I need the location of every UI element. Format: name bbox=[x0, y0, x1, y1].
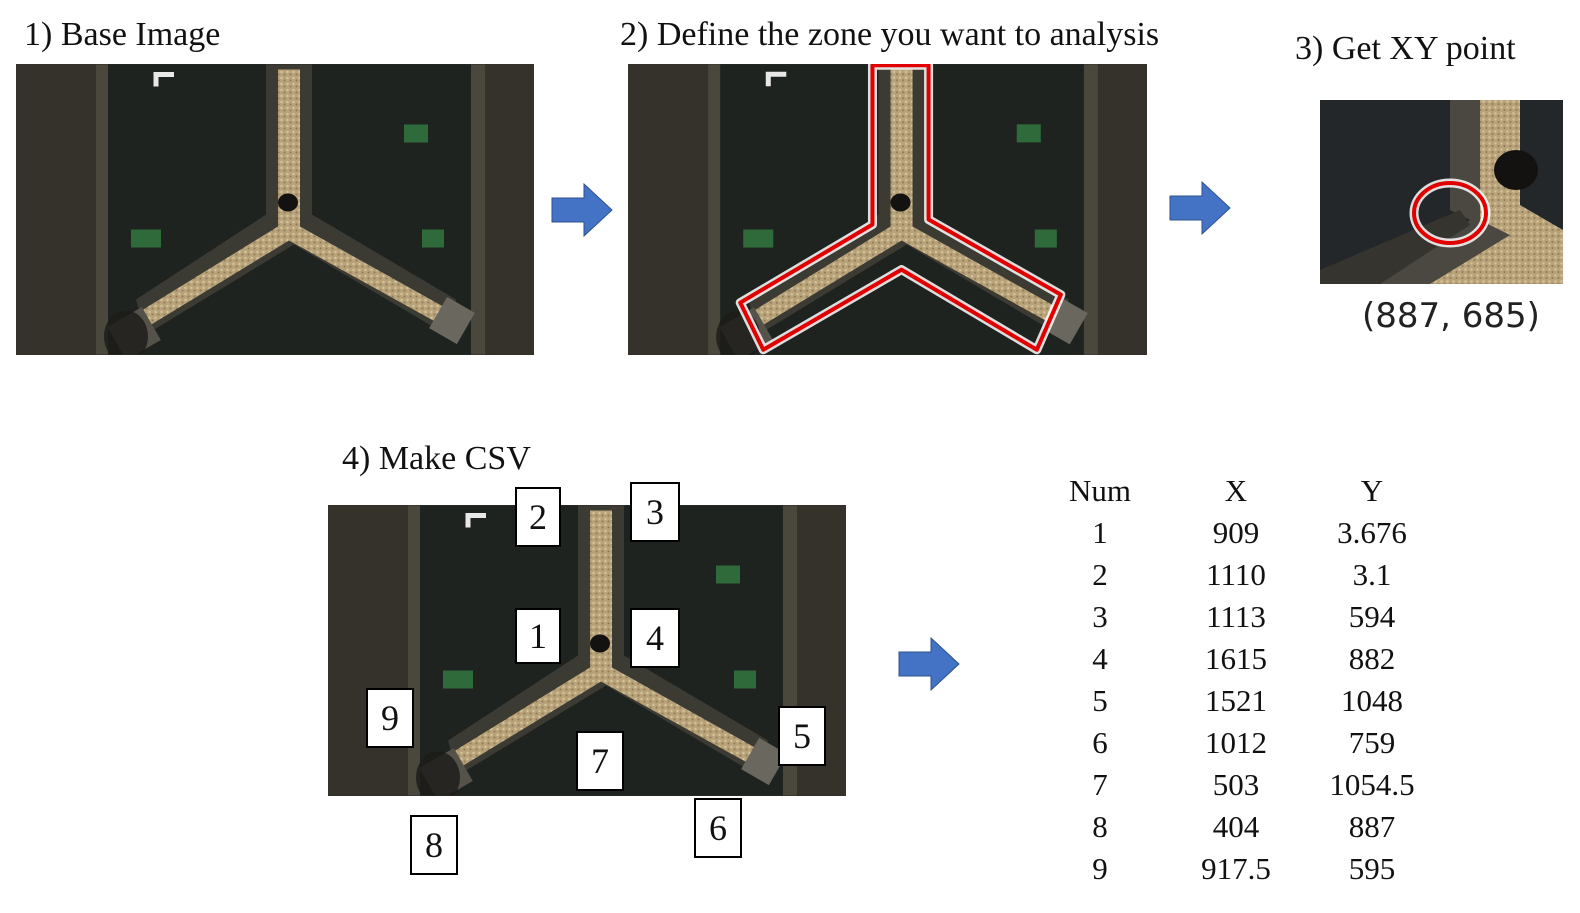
cell-y: 1048 bbox=[1341, 683, 1403, 718]
cell-x: 909 bbox=[1212, 515, 1260, 550]
step-3-title: 3) Get XY point bbox=[1295, 30, 1516, 67]
marker-7: 7 bbox=[576, 731, 624, 791]
cell-y: 595 bbox=[1348, 851, 1396, 886]
table-row: 9 917.5 595 bbox=[1055, 848, 1417, 890]
cell-x: 1113 bbox=[1206, 599, 1266, 634]
marker-1: 1 bbox=[515, 608, 561, 664]
table-row: 8 404 887 bbox=[1055, 806, 1417, 848]
header-y: Y bbox=[1360, 473, 1384, 508]
marker-5: 5 bbox=[778, 706, 826, 766]
cell-num: 4 bbox=[1092, 641, 1108, 676]
csv-table: Num X Y 1 909 3.676 2 1110 3.1 3 1113 594 4 161… bbox=[1055, 470, 1417, 890]
arrow-icon bbox=[898, 636, 960, 692]
cell-y: 1054.5 bbox=[1329, 767, 1415, 802]
csv-header-row: Num X Y bbox=[1055, 470, 1417, 512]
marker-4: 4 bbox=[630, 608, 680, 668]
table-row: 3 1113 594 bbox=[1055, 596, 1417, 638]
cell-num: 1 bbox=[1092, 515, 1108, 550]
marker-3: 3 bbox=[630, 482, 680, 542]
table-row: 6 1012 759 bbox=[1055, 722, 1417, 764]
cell-num: 9 bbox=[1092, 851, 1108, 886]
cell-num: 5 bbox=[1092, 683, 1108, 718]
cell-y: 594 bbox=[1348, 599, 1396, 634]
cell-y: 759 bbox=[1348, 725, 1396, 760]
arrow-icon bbox=[1169, 180, 1231, 236]
cell-y: 3.676 bbox=[1337, 515, 1407, 550]
cell-x: 1012 bbox=[1205, 725, 1267, 760]
cell-x: 404 bbox=[1212, 809, 1260, 844]
marker-2: 2 bbox=[515, 487, 561, 547]
table-row: 5 1521 1048 bbox=[1055, 680, 1417, 722]
xy-coordinate-readout: (887, 685) bbox=[1362, 296, 1540, 336]
cell-y: 882 bbox=[1348, 641, 1396, 676]
marker-8: 8 bbox=[410, 815, 458, 875]
step-1-title: 1) Base Image bbox=[24, 16, 221, 53]
cell-num: 8 bbox=[1092, 809, 1108, 844]
step-2-title: 2) Define the zone you want to analysis bbox=[620, 16, 1160, 53]
cell-num: 3 bbox=[1092, 599, 1108, 634]
cell-y: 3.1 bbox=[1352, 557, 1392, 592]
cell-y: 887 bbox=[1348, 809, 1396, 844]
cell-num: 2 bbox=[1092, 557, 1108, 592]
marker-6: 6 bbox=[694, 798, 742, 858]
table-row: 1 909 3.676 bbox=[1055, 512, 1417, 554]
xy-point-zoom-image bbox=[1320, 100, 1563, 284]
arrow-icon bbox=[551, 182, 613, 238]
cell-num: 7 bbox=[1092, 767, 1108, 802]
cell-num: 6 bbox=[1092, 725, 1108, 760]
base-image bbox=[16, 64, 534, 355]
table-row: 7 503 1054.5 bbox=[1055, 764, 1417, 806]
table-row: 2 1110 3.1 bbox=[1055, 554, 1417, 596]
header-x: X bbox=[1224, 473, 1248, 508]
table-row: 4 1615 882 bbox=[1055, 638, 1417, 680]
cell-x: 1110 bbox=[1206, 557, 1266, 592]
cell-x: 1615 bbox=[1205, 641, 1267, 676]
cell-x: 1521 bbox=[1205, 683, 1267, 718]
zone-definition-image bbox=[628, 64, 1147, 355]
step-4-title: 4) Make CSV bbox=[342, 440, 531, 477]
marker-9: 9 bbox=[366, 688, 414, 748]
cell-x: 503 bbox=[1212, 767, 1260, 802]
header-num: Num bbox=[1069, 473, 1131, 508]
cell-x: 917.5 bbox=[1201, 851, 1271, 886]
